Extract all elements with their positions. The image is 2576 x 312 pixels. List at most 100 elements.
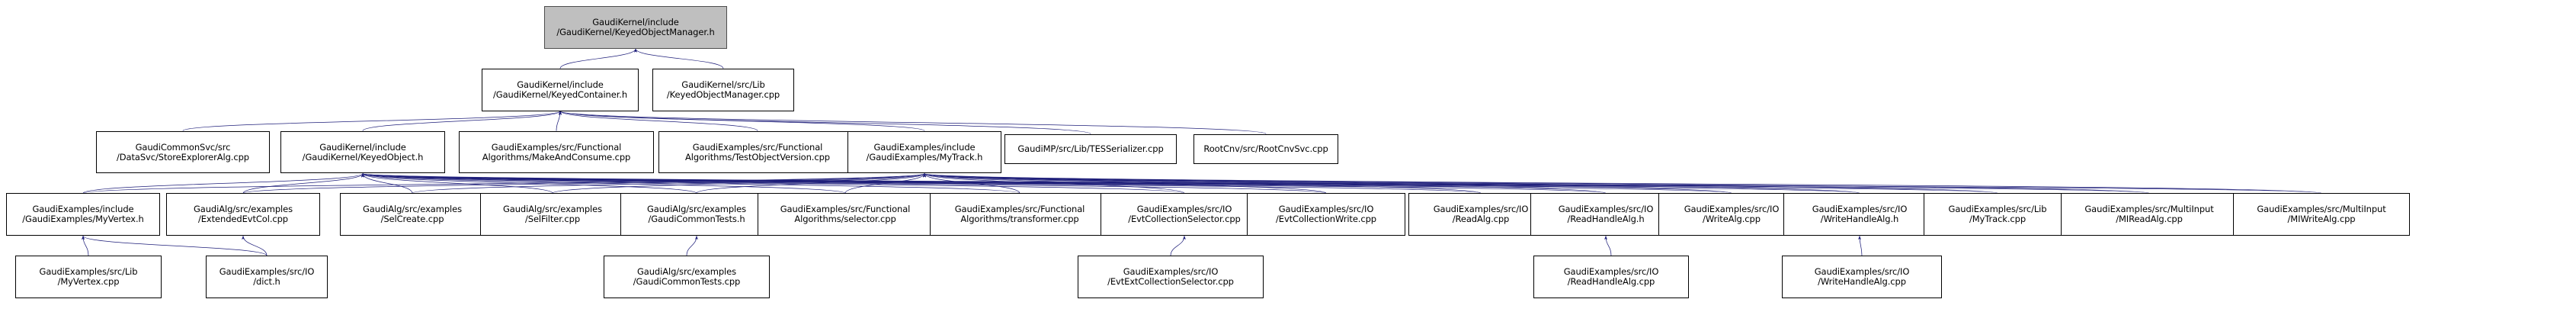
graph-edge [363, 110, 563, 131]
graph-edge [83, 172, 928, 193]
graph-edge [360, 172, 1326, 193]
graph-edge [360, 172, 2149, 193]
graph-node-label-line1: GaudiExamples/src/IO [1136, 204, 1232, 215]
graph-node[interactable]: GaudiAlg/src/examples/ExtendedEvtCol.cpp [166, 193, 320, 236]
graph-edge [1857, 235, 1863, 256]
graph-edge [240, 235, 267, 256]
graph-node[interactable]: GaudiAlg/src/examples/GaudiCommonTests.h [620, 193, 773, 236]
graph-edge [687, 235, 700, 256]
graph-node[interactable]: GaudiExamples/src/IO/EvtCollectionWrite.… [1247, 193, 1405, 236]
graph-node[interactable]: GaudiAlg/src/examples/GaudiCommonTests.c… [604, 256, 770, 299]
graph-node-label-line2: /MIReadAlg.cpp [2116, 214, 2183, 225]
graph-node-label-line2: /MyVertex.cpp [57, 276, 120, 288]
graph-node-label-line1: GaudiExamples/src/IO [1123, 266, 1219, 278]
graph-node-label-line2: /EvtCollectionSelector.cpp [1128, 214, 1241, 225]
graph-node-label-line1: GaudiKernel/include [592, 16, 679, 27]
graph-node-label-line1: GaudiExamples/src/Lib [1948, 204, 2047, 215]
graph-edge [1603, 235, 1611, 256]
graph-node[interactable]: GaudiExamples/src/IO/EvtCollectionSelect… [1101, 193, 1268, 236]
graph-node-label-line1: GaudiAlg/src/examples [362, 204, 463, 215]
graph-node-label-line1: GaudiExamples/src/IO [1563, 266, 1659, 278]
graph-node-label-line1: GaudiExamples/src/Functional [491, 141, 622, 153]
graph-edge [921, 172, 1732, 193]
graph-node[interactable]: GaudiExamples/src/IO/EvtExtCollectionSel… [1078, 256, 1264, 299]
graph-node[interactable]: GaudiExamples/src/MultiInput/MIReadAlg.c… [2061, 193, 2238, 236]
graph-edge [922, 172, 1860, 193]
graph-edge [360, 172, 1998, 193]
graph-node-label-line2: /GaudiCommonTests.h [648, 214, 745, 225]
graph-node-label-line1: GaudiExamples/src/MultiInput [2084, 204, 2214, 215]
graph-node-label-line1: GaudiExamples/src/IO [1812, 204, 1908, 215]
graph-node-label-line1: GaudiExamples/src/MultiInput [2257, 204, 2386, 215]
graph-node[interactable]: GaudiExamples/src/MultiInput/MIWriteAlg.… [2233, 193, 2410, 236]
graph-edge [360, 172, 412, 193]
graph-node-label-line2: Algorithms/transformer.cpp [960, 214, 1079, 225]
graph-node[interactable]: GaudiKernel/include/GaudiKernel/KeyedCon… [482, 68, 639, 111]
graph-edge [243, 172, 928, 193]
graph-node[interactable]: GaudiExamples/src/IO/dict.h [206, 256, 328, 299]
graph-node-label-line2: /WriteHandleAlg.cpp [1818, 276, 1906, 288]
graph-node-label-line2: /SelFilter.cpp [524, 214, 581, 225]
graph-edge [557, 110, 924, 131]
graph-node-label-line2: /DataSvc/StoreExplorerAlg.cpp [117, 151, 249, 162]
graph-node[interactable]: GaudiCommonSvc/src/DataSvc/StoreExplorer… [96, 130, 270, 174]
graph-node-label-line2: /MyTrack.cpp [1969, 214, 2027, 225]
graph-node-label-line1: GaudiAlg/src/examples [636, 266, 737, 278]
graph-node[interactable]: GaudiExamples/src/IO/WriteAlg.cpp [1658, 193, 1805, 236]
graph-node[interactable]: GaudiKernel/include/GaudiKernel/KeyedObj… [280, 130, 445, 174]
graph-edge [921, 172, 1606, 193]
graph-node[interactable]: GaudiExamples/src/IO/ReadAlg.cpp [1408, 193, 1553, 236]
graph-edge [360, 172, 845, 193]
graph-node-label-line1: GaudiExamples/src/Functional [954, 204, 1085, 215]
graph-node-label-line1: GaudiExamples/src/IO [1278, 204, 1374, 215]
graph-edge [361, 172, 2321, 193]
graph-edge [560, 48, 639, 69]
graph-node-label-line1: GaudiExamples/include [32, 204, 134, 215]
graph-node-label-line1: GaudiKernel/src/Lib [681, 79, 765, 90]
graph-node-label-line1: GaudiAlg/src/examples [502, 204, 603, 215]
graph-node-label-line2: Algorithms/TestObjectVersion.cpp [685, 151, 830, 162]
graph-node-label-line2: /GaudiExamples/MyTrack.h [866, 151, 983, 162]
graph-node-label-line1: GaudiExamples/src/IO [1433, 204, 1529, 215]
graph-node[interactable]: GaudiAlg/src/examples/SelFilter.cpp [480, 193, 625, 236]
graph-node-label-line1: GaudiAlg/src/examples [646, 204, 747, 215]
graph-node-label-line1: GaudiExamples/src/Lib [39, 266, 138, 278]
graph-node-label-line2: /WriteHandleAlg.h [1820, 214, 1899, 225]
graph-node-label-line1: RootCnv/src/RootCnvSvc.cpp [1203, 143, 1328, 154]
graph-edge [557, 110, 758, 131]
graph-node[interactable]: GaudiExamples/src/IO/WriteHandleAlg.h [1783, 193, 1936, 236]
graph-node[interactable]: GaudiKernel/src/Lib/KeyedObjectManager.c… [652, 68, 794, 111]
graph-edge [360, 172, 697, 193]
graph-node[interactable]: GaudiMP/src/Lib/TESSerializer.cpp [1004, 133, 1177, 165]
graph-node-label-line2: /ReadAlg.cpp [1452, 214, 1510, 225]
graph-node[interactable]: GaudiExamples/src/IO/WriteHandleAlg.cpp [1782, 256, 1942, 299]
graph-node[interactable]: RootCnv/src/RootCnvSvc.cpp [1193, 133, 1338, 165]
graph-node[interactable]: GaudiExamples/src/Lib/MyTrack.cpp [1924, 193, 2071, 236]
graph-node-label-line2: /KeyedObjectManager.cpp [666, 88, 780, 100]
graph-edge [83, 172, 366, 193]
graph-node-label-line2: /ExtendedEvtCol.cpp [197, 214, 288, 225]
graph-edge [633, 48, 723, 69]
graph-node[interactable]: GaudiExamples/include/GaudiExamples/MyTr… [847, 130, 1001, 174]
graph-edge [360, 172, 1020, 193]
graph-node[interactable]: GaudiExamples/src/IO/ReadHandleAlg.cpp [1533, 256, 1689, 299]
graph-edge [553, 172, 928, 193]
graph-edge [556, 110, 563, 131]
graph-node[interactable]: GaudiExamples/include/GaudiExamples/MyVe… [6, 193, 160, 236]
graph-edge [697, 172, 928, 193]
graph-edge [360, 172, 1606, 193]
graph-node-root[interactable]: GaudiKernel/include/GaudiKernel/KeyedObj… [544, 5, 727, 49]
graph-edge [360, 172, 1184, 193]
graph-node[interactable]: GaudiExamples/src/Lib/MyVertex.cpp [15, 256, 162, 299]
graph-edge [922, 172, 2321, 193]
graph-node[interactable]: GaudiAlg/src/examples/SelCreate.cpp [340, 193, 485, 236]
graph-edge [360, 172, 1860, 193]
graph-node-label-line1: GaudiExamples/src/IO [1558, 204, 1654, 215]
graph-node-label-line1: GaudiExamples/src/IO [1684, 204, 1780, 215]
graph-edge [922, 172, 1998, 193]
